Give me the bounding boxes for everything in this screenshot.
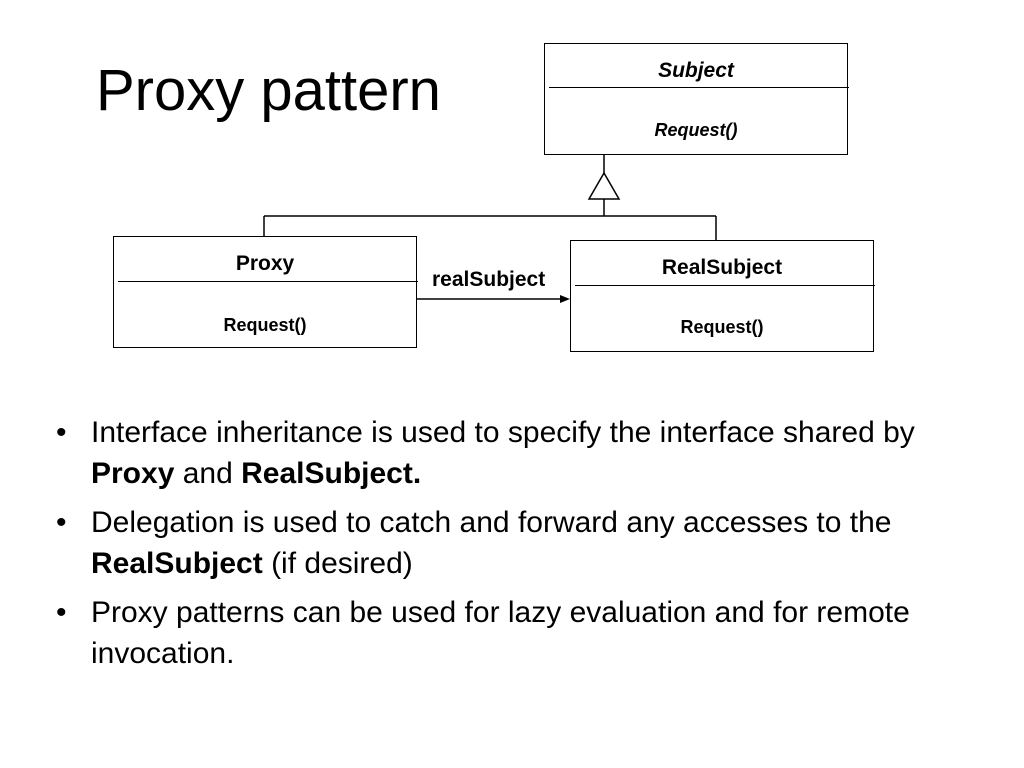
realsubject-divider [575,285,875,286]
subject-class-name: Subject [658,59,734,82]
proxy-class-name: Proxy [235,252,295,275]
subject-operation: Request() [654,120,738,140]
subject-divider [549,87,849,88]
proxy-class-box: Proxy Request() [113,236,418,348]
bullet-item: • Interface inheritance is used to speci… [56,412,976,494]
bullet-marker: • [56,596,67,629]
bullet-list: • Interface inheritance is used to speci… [56,412,976,682]
bullet-marker: • [56,506,67,539]
bullet-emphasis: RealSubject [91,547,263,580]
realsubject-class-box: RealSubject Request() [570,240,875,352]
slide-title: Proxy pattern [96,58,441,123]
association-arrowhead [560,295,570,303]
proxy-divider [118,281,418,282]
bullet-item: • Proxy patterns can be used for lazy ev… [56,592,976,674]
bullet-item: • Delegation is used to catch and forwar… [56,502,976,584]
bullet-emphasis: Proxy [91,457,175,490]
bullet-emphasis: RealSubject. [241,457,422,490]
bullet-text: (if desired) [262,547,413,580]
realsubject-operation: Request() [680,317,764,337]
realsubject-class-name: RealSubject [661,256,783,279]
bullet-marker: • [56,416,67,449]
proxy-operation: Request() [223,315,307,335]
bullet-text: and [174,457,242,490]
bullet-text: Delegation is used to catch and forward … [91,506,892,539]
inheritance-triangle [587,171,621,200]
bullet-text: Proxy patterns can be used for lazy eval… [91,596,910,670]
bullet-text: Interface inheritance is used to specify… [91,416,915,449]
association-label: realSubject [432,268,546,291]
subject-class-box: Subject Request() [544,43,849,155]
